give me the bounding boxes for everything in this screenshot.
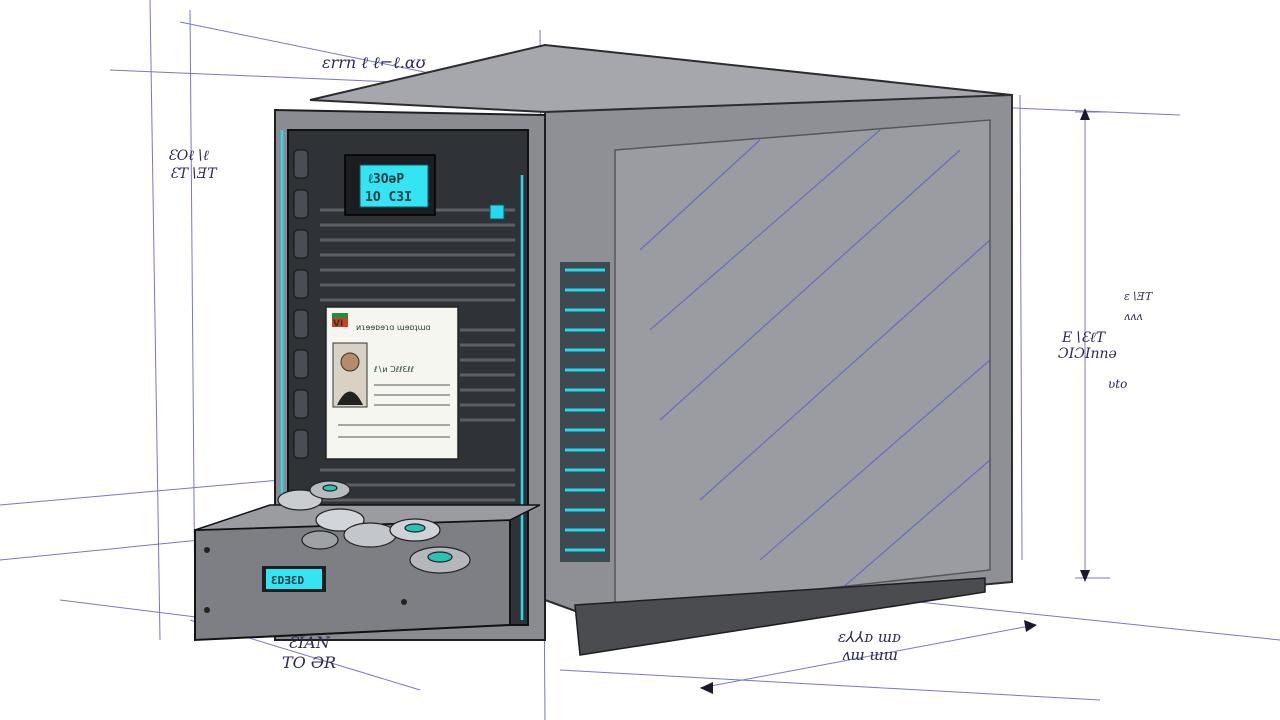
- lcd-screen: [359, 164, 429, 208]
- id-card-suit-icon: [337, 391, 363, 405]
- side-hatching: [639, 129, 991, 591]
- drawer-screw-icon: [204, 607, 210, 613]
- coin-pile: [277, 480, 471, 574]
- arrow-down-icon: [1080, 570, 1090, 582]
- front-buttons: [293, 149, 309, 459]
- bottom-left-dimension-label-2: TO ƏR: [282, 653, 336, 672]
- id-card-name: ℓ∖ᴎ ƆℓℓƐℓℓ: [373, 365, 414, 374]
- drawer-display: [266, 569, 322, 589]
- right-dimension-label-2: ƆIƆInnə: [1058, 346, 1117, 362]
- coin-icon: [301, 530, 339, 550]
- id-card: VI ᴎɿɘɘᴅɘɿɑ ɯɘᴅʇɯɑ ℓ∖ᴎ ƆℓℓƐℓℓ: [325, 306, 459, 460]
- coin-accent-icon: [427, 551, 453, 563]
- coin-accent-icon: [404, 523, 426, 533]
- arrow-up-icon: [1080, 108, 1090, 120]
- lcd-line-2: 1O C3I: [365, 190, 412, 205]
- case-side-inset: [614, 119, 991, 613]
- arrow-left-icon: [700, 682, 713, 694]
- lcd-line-1: ℓ3OǝP: [367, 172, 404, 187]
- id-card-face-icon: [340, 352, 360, 372]
- id-card-lines: [338, 384, 450, 438]
- dimension-arrows: [700, 108, 1090, 694]
- left-dimension-label-1: ƐOℓ∖ℓ: [168, 148, 209, 164]
- coin-icon: [277, 489, 323, 511]
- bottom-left-dimension-label-1: ƐIAN: [288, 633, 331, 652]
- coin-accent-icon: [322, 484, 338, 492]
- drawer-screw-icon: [204, 547, 210, 553]
- power-led-icon: [489, 204, 505, 220]
- drawer-screw-icon: [401, 599, 407, 605]
- right-dimension-label-1: E∖ƐℓT: [1061, 330, 1107, 346]
- front-edge-glow: [280, 130, 524, 620]
- coin-icon: [343, 522, 397, 548]
- coin-icon: [315, 508, 365, 532]
- bottom-right-dimension-label-2: ʌɯ ɯɯ: [842, 646, 898, 664]
- arrow-right-icon: [1024, 620, 1037, 632]
- case-base: [574, 577, 986, 656]
- bottom-right-dimension-label-1: ɛ⅄⅄ᴅ ɯᴅ: [838, 628, 901, 646]
- drawer-display-text: ƐDƎƐD: [271, 574, 304, 587]
- side-vents: [560, 262, 610, 562]
- grille-slots: [320, 208, 515, 502]
- right-dimension-label-3: ʋto: [1108, 377, 1127, 391]
- id-card-header: ᴎɿɘɘᴅɘɿɑ ɯɘᴅʇɯɑ: [356, 323, 430, 332]
- right-dimension-label-5: ʌʌʌ: [1124, 310, 1143, 323]
- left-dimension-label-2: ƐT∖ƎT: [170, 166, 218, 182]
- right-dimension-label-4: ɛ∖ƎT: [1124, 290, 1154, 303]
- id-card-flag-text: VI: [333, 319, 343, 329]
- case-top-panel: [309, 43, 1013, 114]
- top-dimension-label: ɛrrn ℓ ℓ⌐ℓ.ɑʊ: [322, 53, 426, 72]
